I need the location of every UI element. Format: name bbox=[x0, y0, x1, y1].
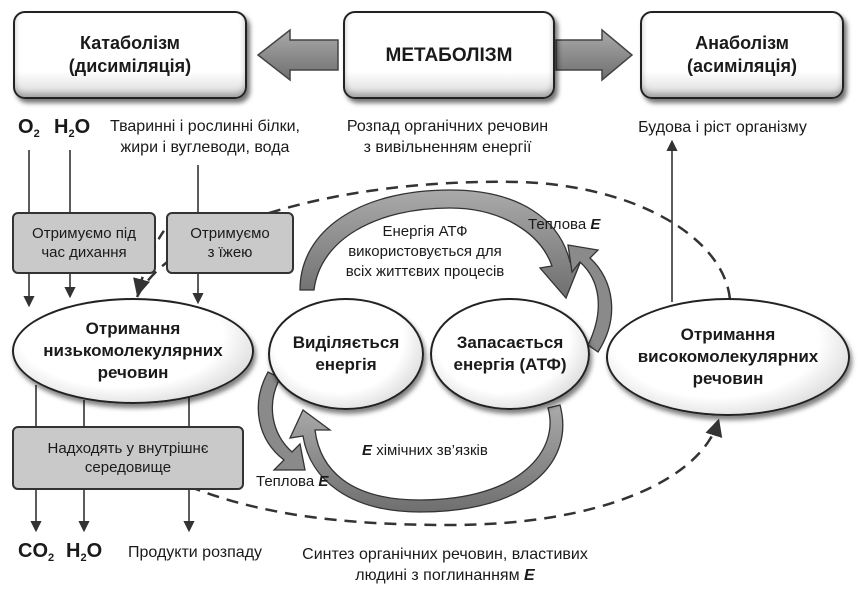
high-molecular-oval: Отримання високомолекулярних речовин bbox=[606, 298, 850, 416]
co2-output: CO2 bbox=[18, 540, 55, 564]
atp-use-arrow bbox=[299, 189, 584, 300]
metabolism-title: МЕТАБОЛІЗМ bbox=[385, 44, 513, 66]
released-energy-oval: Виділяється енергія bbox=[268, 298, 424, 410]
anabolism-box: Анаболізм (асиміляція) bbox=[640, 11, 844, 99]
chem-bonds-arrow bbox=[288, 404, 564, 513]
heat-bottom-label: Теплова E bbox=[256, 473, 329, 490]
metabolism-box: МЕТАБОЛІЗМ bbox=[343, 11, 555, 99]
heat-top-arrow bbox=[567, 244, 613, 353]
h2o-output: H2O bbox=[66, 540, 103, 564]
catabolism-subtitle: (дисиміляція) bbox=[68, 56, 192, 76]
food-source-box: Отримуємо з їжею bbox=[166, 212, 294, 274]
catabolism-title: Катаболізм bbox=[80, 33, 180, 53]
anabolism-title: Анаболізм bbox=[695, 33, 789, 53]
h2o-input: H2O bbox=[54, 116, 91, 140]
anabolism-caption: Будова і ріст організму bbox=[638, 119, 807, 136]
arrow-to-anabolism bbox=[555, 28, 634, 82]
internal-environment-box: Надходять у внутрішнє середовище bbox=[12, 426, 244, 490]
dashed-cycle-bottom bbox=[134, 418, 723, 527]
stored-energy-oval: Запасається енергія (АТФ) bbox=[430, 298, 590, 410]
arrow-to-catabolism bbox=[256, 28, 339, 82]
atp-use-label: Енергія АТФ використовується для всіх жи… bbox=[345, 223, 505, 280]
o2-input: O2 bbox=[18, 116, 40, 140]
catabolism-box: Катаболізм (дисиміляція) bbox=[13, 11, 247, 99]
anabolism-subtitle: (асиміляція) bbox=[687, 56, 797, 76]
decay-products-label: Продукти розпаду bbox=[128, 544, 263, 561]
food-sources-caption: Тваринні і рослинні білки, жири і вуглев… bbox=[110, 118, 300, 156]
heat-top-label: Теплова E bbox=[528, 216, 601, 233]
metabolism-caption: Розпад органічних речовин з вивільненням… bbox=[346, 118, 549, 156]
chem-bonds-label: E хімічних зв’язків bbox=[362, 442, 488, 459]
synthesis-caption: Синтез органічних речовин, властивих люд… bbox=[302, 546, 588, 584]
breathing-source-box: Отримуємо під час дихання bbox=[12, 212, 156, 274]
heat-bottom-arrow bbox=[257, 371, 306, 471]
low-molecular-oval: Отримання низькомолекулярних речовин bbox=[12, 298, 254, 404]
dashed-cycle-top bbox=[135, 180, 732, 301]
